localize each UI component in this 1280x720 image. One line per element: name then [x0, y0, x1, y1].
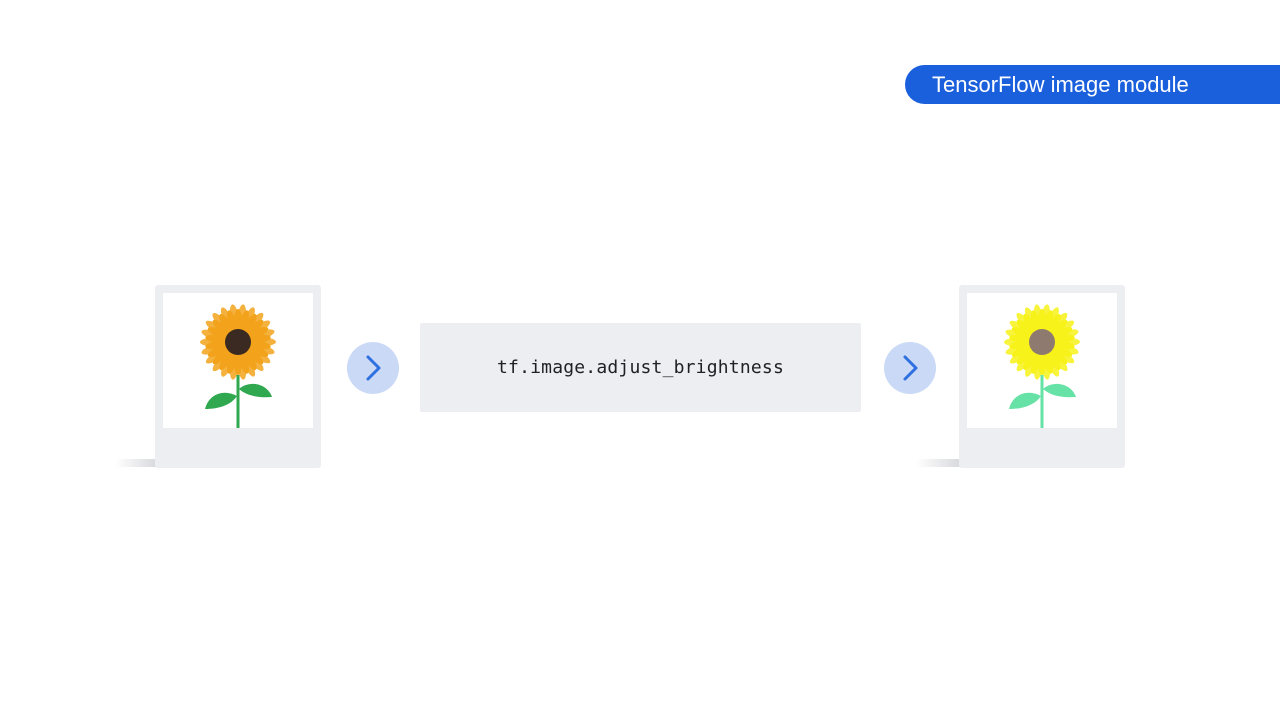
chevron-right-icon [366, 355, 381, 381]
petal [238, 310, 250, 334]
right-leaf [1043, 383, 1076, 398]
petal [1030, 350, 1042, 374]
petal [1042, 350, 1054, 374]
petal [246, 344, 269, 357]
petal [1042, 310, 1054, 334]
arrow-button-left [347, 342, 399, 394]
input-image-card [155, 285, 321, 468]
petal [212, 319, 232, 337]
petal [1016, 347, 1036, 365]
petal [242, 349, 257, 370]
petal [1048, 319, 1068, 337]
left-leaf [1009, 392, 1041, 409]
petal [1050, 327, 1073, 340]
flower-center [225, 329, 251, 355]
operation-box: tf.image.adjust_brightness [420, 323, 861, 412]
chevron-right-icon [903, 355, 918, 381]
petal [1023, 349, 1038, 370]
petals [1004, 304, 1080, 380]
petal [219, 314, 234, 335]
petal [1011, 327, 1034, 340]
petal [207, 327, 230, 340]
petal [1030, 310, 1042, 334]
petal [1046, 314, 1061, 335]
petal [226, 310, 238, 334]
petal [1023, 314, 1038, 335]
right-leaf [239, 383, 272, 398]
petal [1016, 319, 1036, 337]
petal [246, 327, 269, 340]
petal [207, 344, 230, 357]
petal [1048, 347, 1068, 365]
petal [1011, 344, 1034, 357]
arrow-button-right [884, 342, 936, 394]
petal [244, 347, 264, 365]
output-image-card [959, 285, 1125, 468]
petal [242, 314, 257, 335]
flower-center [1029, 329, 1055, 355]
petals [200, 304, 276, 380]
card-shadow [916, 459, 960, 467]
flower-stem [1040, 375, 1044, 428]
card-shadow [115, 459, 157, 467]
petal [238, 350, 250, 374]
sunflower-brightened-icon [1004, 304, 1080, 428]
left-leaf [205, 392, 237, 409]
petal [1046, 349, 1061, 370]
petal [244, 319, 264, 337]
input-image [163, 293, 313, 428]
flower-stem [236, 375, 240, 428]
title-banner: TensorFlow image module [905, 65, 1280, 104]
sunflower-icon [200, 304, 276, 428]
output-image [967, 293, 1117, 428]
petal [212, 347, 232, 365]
operation-label: tf.image.adjust_brightness [497, 357, 784, 378]
petal [219, 349, 234, 370]
petal [226, 350, 238, 374]
petal [1050, 344, 1073, 357]
title-text: TensorFlow image module [932, 72, 1189, 97]
